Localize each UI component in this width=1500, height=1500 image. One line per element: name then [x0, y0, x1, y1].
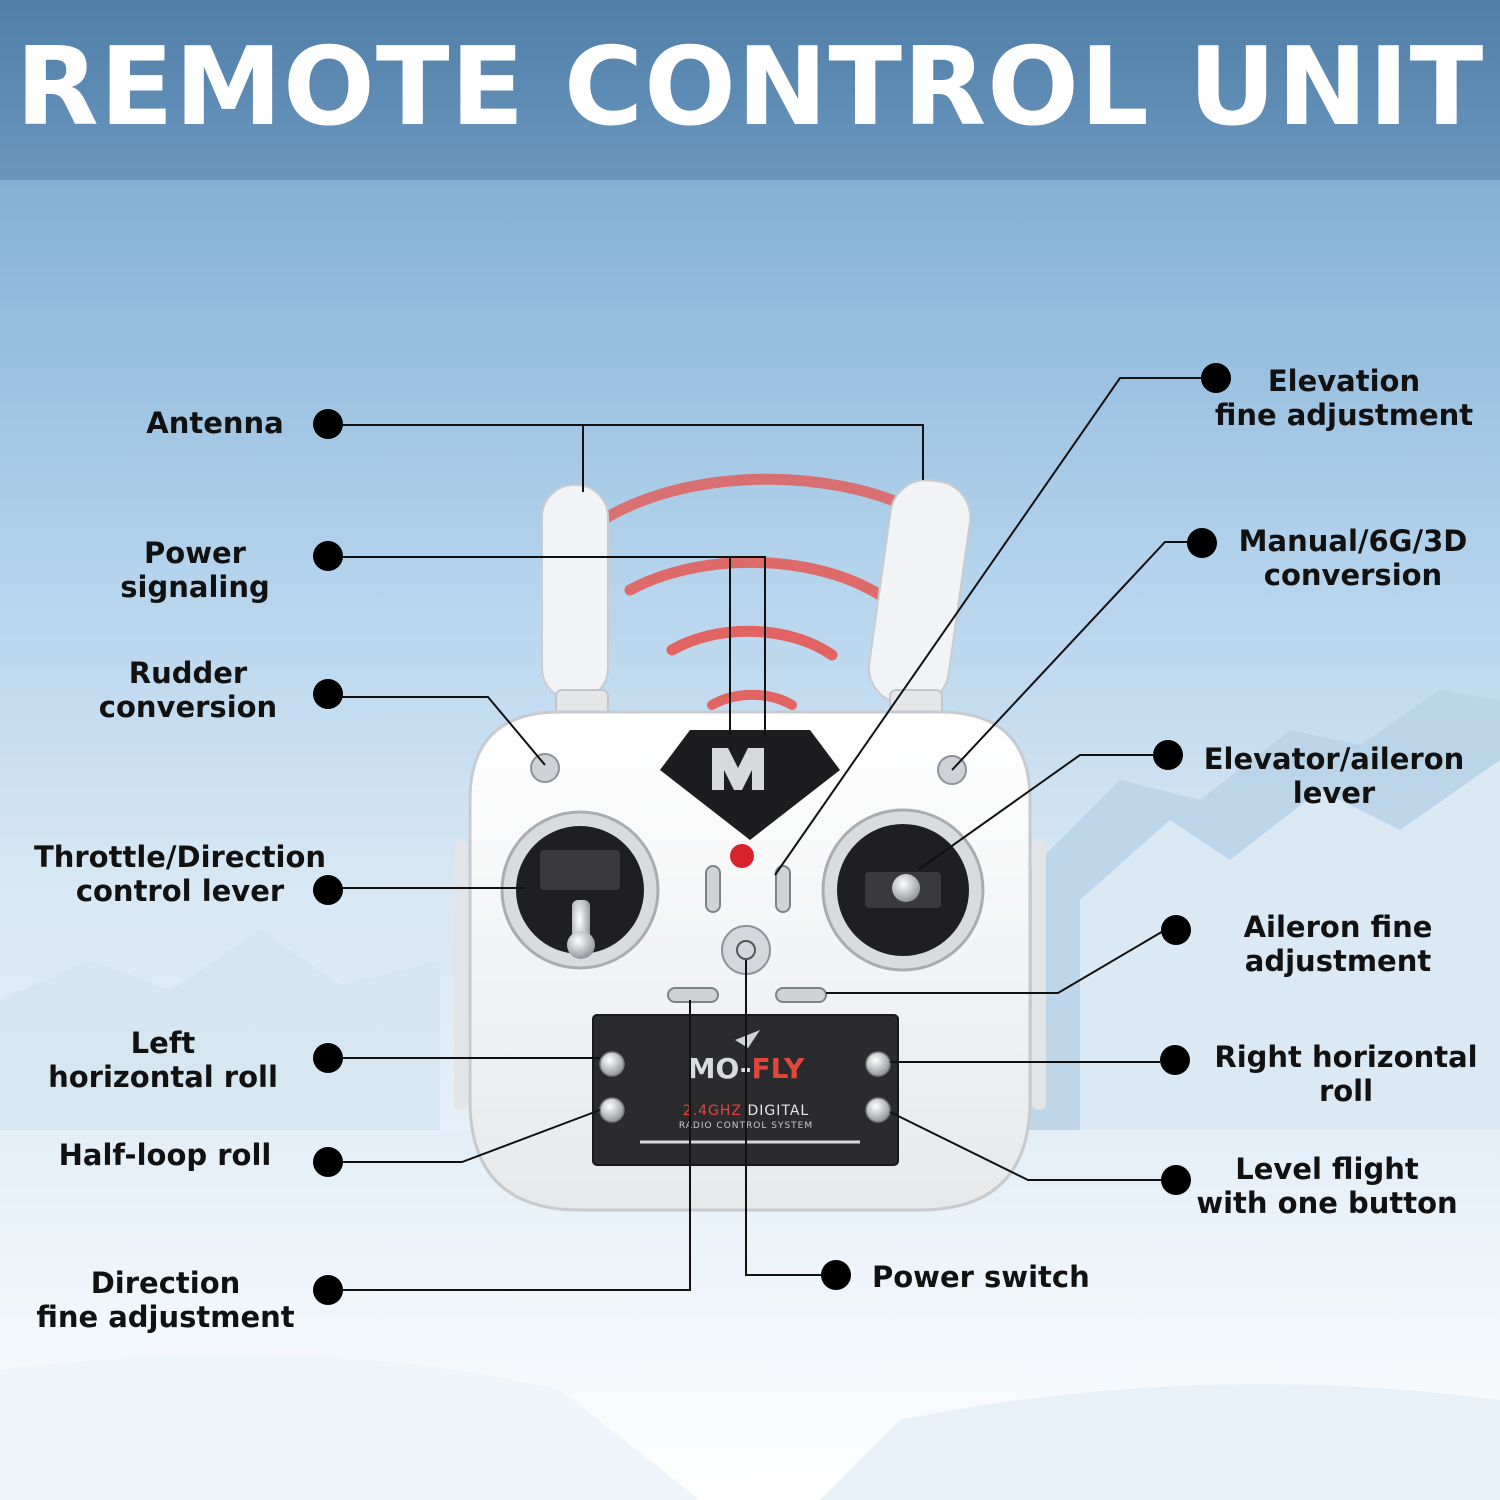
- page-title: REMOTE CONTROL UNIT: [15, 25, 1485, 150]
- aileron-trim-dot: [1161, 915, 1191, 945]
- elevation-trim[interactable]: [775, 865, 791, 913]
- level-flight-button[interactable]: [865, 1097, 891, 1123]
- leader-lines: [342, 377, 1202, 1291]
- level-flight-dot: [1161, 1165, 1191, 1195]
- direction-trim[interactable]: [667, 987, 719, 1003]
- callout-right-horizontal-roll: Right horizontal roll: [1214, 1040, 1478, 1108]
- aileron-trim[interactable]: [775, 987, 827, 1003]
- callout-rudder-conversion: Rudder conversion: [98, 656, 278, 724]
- antenna-dot: [313, 409, 343, 439]
- mode-conversion-dot: [1187, 528, 1217, 558]
- svg-text:2.4GHZ DIGITAL: 2.4GHZ DIGITAL: [683, 1103, 809, 1119]
- elevator-lever-dot: [1153, 740, 1183, 770]
- svg-text:MO-FLY: MO-FLY: [688, 1052, 805, 1085]
- right-roll-dot: [1160, 1045, 1190, 1075]
- band-highlight: 2.4GHZ: [683, 1103, 742, 1119]
- half-loop-dot: [313, 1147, 343, 1177]
- callout-half-loop-roll: Half-loop roll: [58, 1138, 272, 1172]
- half-loop-button[interactable]: [599, 1097, 625, 1123]
- elevator-aileron-stick[interactable]: [821, 808, 985, 972]
- callout-aileron-fine-adjustment: Aileron fine adjustment: [1243, 910, 1433, 978]
- callout-level-flight: Level flight with one button: [1196, 1152, 1458, 1220]
- left-vertical-trim[interactable]: [705, 865, 721, 913]
- callout-mode-conversion: Manual/6G/3D conversion: [1238, 524, 1468, 592]
- signal-wave-icon: [589, 473, 921, 710]
- left-roll-button[interactable]: [599, 1051, 625, 1077]
- callout-elevator-aileron-lever: Elevator/aileron lever: [1203, 742, 1465, 810]
- callout-power-signaling: Power signaling: [120, 536, 270, 604]
- callout-left-roll: Left horizontal roll: [48, 1026, 278, 1094]
- throttle-direction-stick[interactable]: [500, 810, 660, 970]
- left-roll-dot: [313, 1043, 343, 1073]
- rudder-conversion-dot: [313, 679, 343, 709]
- mountain-scenery: [0, 690, 1500, 1500]
- callout-dots: [313, 363, 1231, 1305]
- right-roll-button[interactable]: [865, 1051, 891, 1077]
- brand-logo-icon: [712, 748, 764, 790]
- title-banner: [0, 0, 1500, 180]
- power-light-icon: [730, 844, 754, 868]
- rudder-switch[interactable]: [530, 753, 560, 783]
- callout-power-switch: Power switch: [872, 1260, 1090, 1294]
- callout-direction-fine-adjustment: Direction fine adjustment: [36, 1266, 295, 1334]
- brand-suffix: FLY: [751, 1052, 805, 1085]
- power-button[interactable]: [721, 925, 771, 975]
- brand-prefix: MO-: [688, 1052, 752, 1085]
- callout-antenna: Antenna: [146, 406, 284, 440]
- band-rest: DIGITAL: [742, 1103, 809, 1119]
- elevation-trim-dot: [1201, 363, 1231, 393]
- callout-throttle-lever: Throttle/Direction control lever: [33, 840, 327, 908]
- power-switch-dot: [821, 1260, 851, 1290]
- throttle-lever-dot: [313, 875, 343, 905]
- direction-trim-dot: [313, 1275, 343, 1305]
- callout-elevation-fine-adjustment: Elevation fine adjustment: [1214, 364, 1474, 432]
- plane-logo-icon: [735, 1030, 760, 1048]
- power-signaling-dot: [313, 541, 343, 571]
